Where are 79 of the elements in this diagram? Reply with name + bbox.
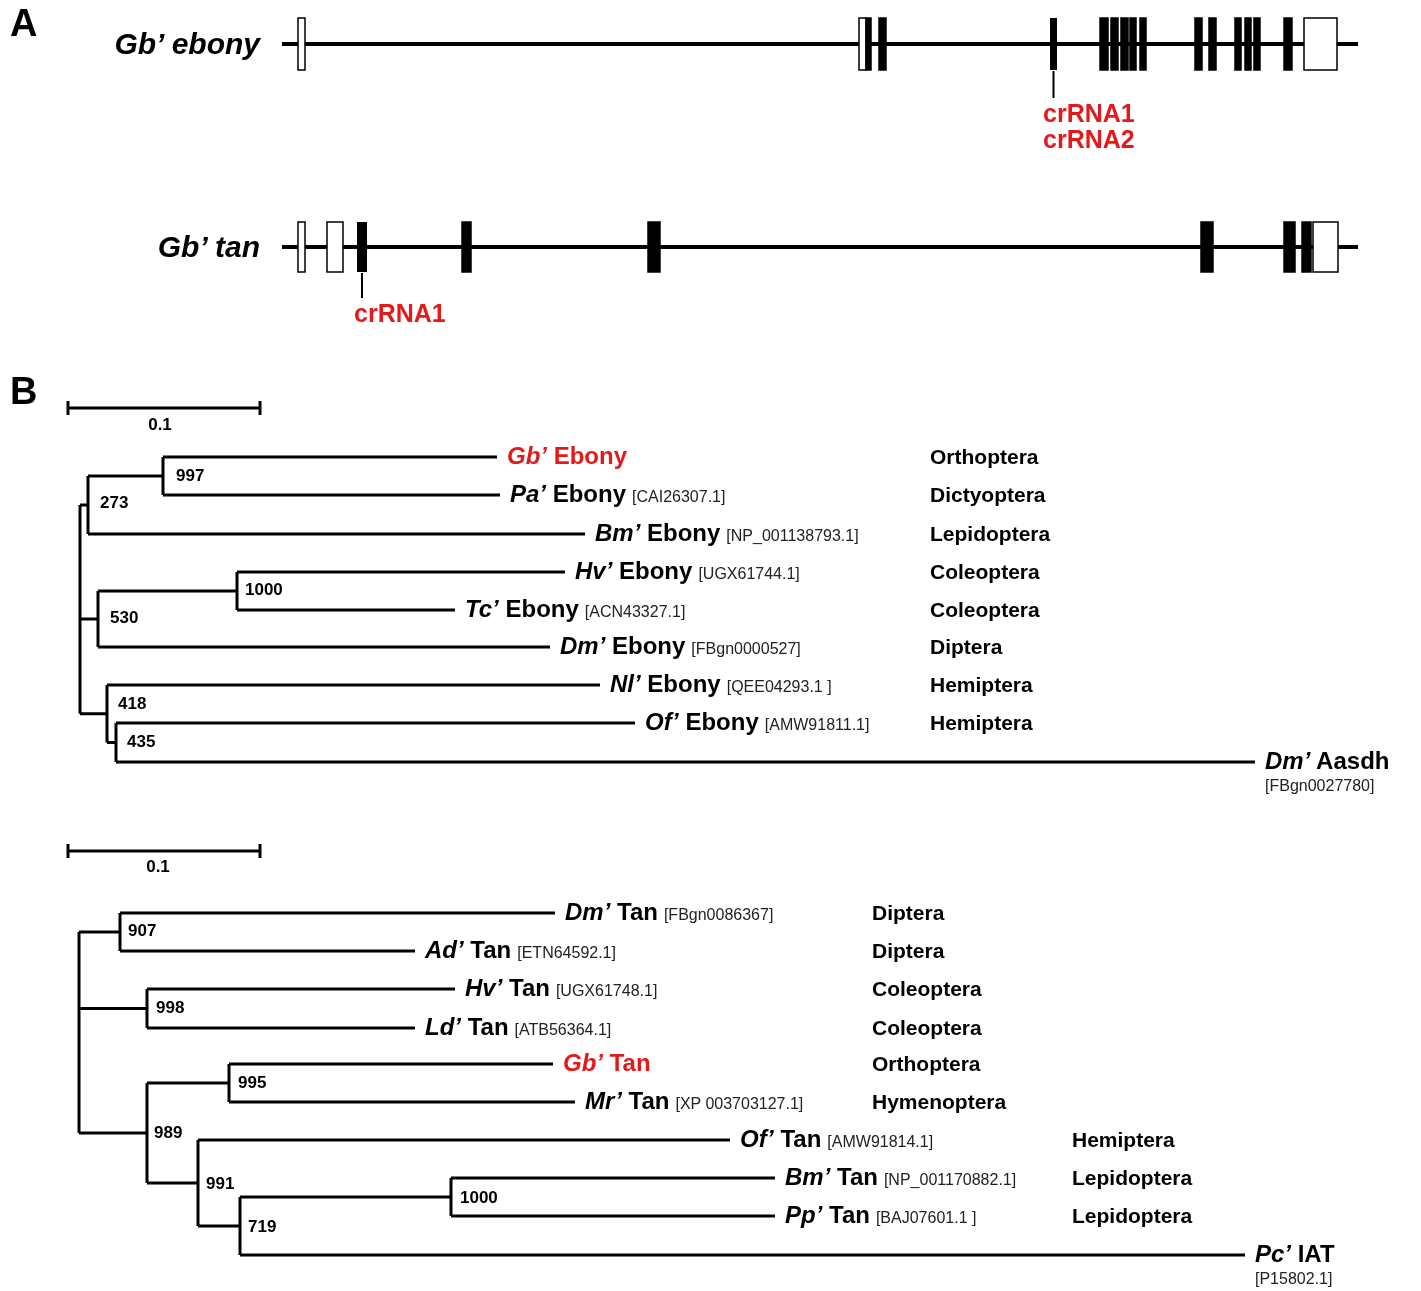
accession-number: [ATB56364.1] [514,1021,612,1038]
insect-order-label: Diptera [872,900,945,926]
bootstrap-value: 995 [238,1072,267,1094]
accession-number: [BAJ07601.1 ] [875,1209,977,1226]
crrna-label: crRNA1 [1043,100,1135,126]
insect-order-label: Lepidoptera [930,521,1051,547]
insect-order-label: Lepidoptera [1072,1165,1193,1191]
insect-order-label: Hemiptera [930,672,1033,698]
insect-order-label: Diptera [872,938,945,964]
protein-name: Hv’ Ebony [575,557,693,584]
bootstrap-value: 997 [176,465,205,487]
insect-order-label: Coleoptera [930,559,1040,585]
protein-name: Gb’ Ebony [507,442,627,469]
exon-block [1050,18,1057,70]
accession-number: [ACN43327.1] [584,603,686,620]
insect-order-label: Orthoptera [930,444,1039,470]
bootstrap-value: 435 [127,731,156,753]
protein-name: Tc’ Ebony [465,595,579,622]
accession-number: [NP_001170882.1] [883,1171,1017,1188]
bootstrap-value: 1000 [245,579,283,601]
bootstrap-value: 991 [206,1173,235,1195]
exon-block [357,222,367,272]
insect-order-label: Diptera [930,634,1003,660]
insect-order-label: Dictyoptera [930,482,1046,508]
accession-number: [CAI26307.1] [632,488,726,505]
accession-number: [FBgn0027780] [1265,776,1376,796]
crrna-label: crRNA1 [354,300,446,326]
insect-order-label: Lepidoptera [1072,1203,1193,1229]
panel-letter: B [10,369,38,415]
protein-name: Bm’ Ebony [595,519,721,546]
protein-name: Dm’ Ebony [560,632,686,659]
scale-bar-label: 0.1 [146,856,170,878]
accession-number: [FBgn0000527] [691,640,801,657]
gene-name: Gb’ tan [157,229,260,265]
protein-name: Ad’ Tan [425,936,512,963]
protein-name: Dm’ Tan [565,898,658,925]
scale-bar-label: 0.1 [148,414,172,436]
insect-order-label: Coleoptera [930,597,1040,623]
accession-number: [QEE04293.1 ] [726,678,832,695]
protein-name: Of’ Tan [740,1125,822,1152]
gene-name: Gb’ ebony [114,26,260,62]
insect-order-label: Hemiptera [930,710,1033,736]
bootstrap-value: 273 [100,492,129,514]
leader-line [1052,70,1055,99]
protein-name: Dm’ Aasdh [1265,747,1390,774]
protein-name: Gb’ Tan [563,1049,651,1076]
crrna-label: crRNA2 [1043,126,1135,152]
accession-number: [FBgn0086367] [663,906,774,923]
insect-order-label: Hemiptera [1072,1127,1175,1153]
accession-number: [UGX61744.1] [698,565,800,582]
leader-line [361,272,363,299]
bootstrap-value: 719 [248,1216,277,1238]
bootstrap-value: 907 [128,920,157,942]
protein-name: Pa’ Ebony [510,480,627,507]
protein-name: Hv’ Tan [465,974,550,1001]
bootstrap-value: 998 [156,997,185,1019]
accession-number: [ETN64592.1] [517,944,616,961]
protein-name: Pc’ IAT [1255,1240,1335,1267]
accession-number: [NP_001138793.1] [726,527,859,544]
bootstrap-value: 418 [118,693,147,715]
accession-number: [AMW91814.1] [827,1133,934,1150]
protein-name: Bm’ Tan [785,1163,878,1190]
accession-number: [XP 003703127.1] [675,1095,804,1112]
protein-name: Pp’ Tan [785,1201,870,1228]
insect-order-label: Orthoptera [872,1051,981,1077]
insect-order-label: Coleoptera [872,1015,982,1041]
protein-name: Ld’ Tan [425,1013,509,1040]
bootstrap-value: 530 [110,607,139,629]
protein-name: Nl’ Ebony [610,670,721,697]
protein-name: Of’ Ebony [645,708,759,735]
bootstrap-value: 1000 [460,1187,498,1209]
bootstrap-value: 989 [154,1122,183,1144]
accession-number: [P15802.1] [1255,1269,1334,1289]
accession-number: [UGX61748.1] [555,982,658,999]
insect-order-label: Hymenoptera [872,1089,1007,1115]
panel-letter: A [10,1,38,47]
protein-name: Mr’ Tan [585,1087,670,1114]
accession-number: [AMW91811.1] [764,716,870,733]
insect-order-label: Coleoptera [872,976,982,1002]
